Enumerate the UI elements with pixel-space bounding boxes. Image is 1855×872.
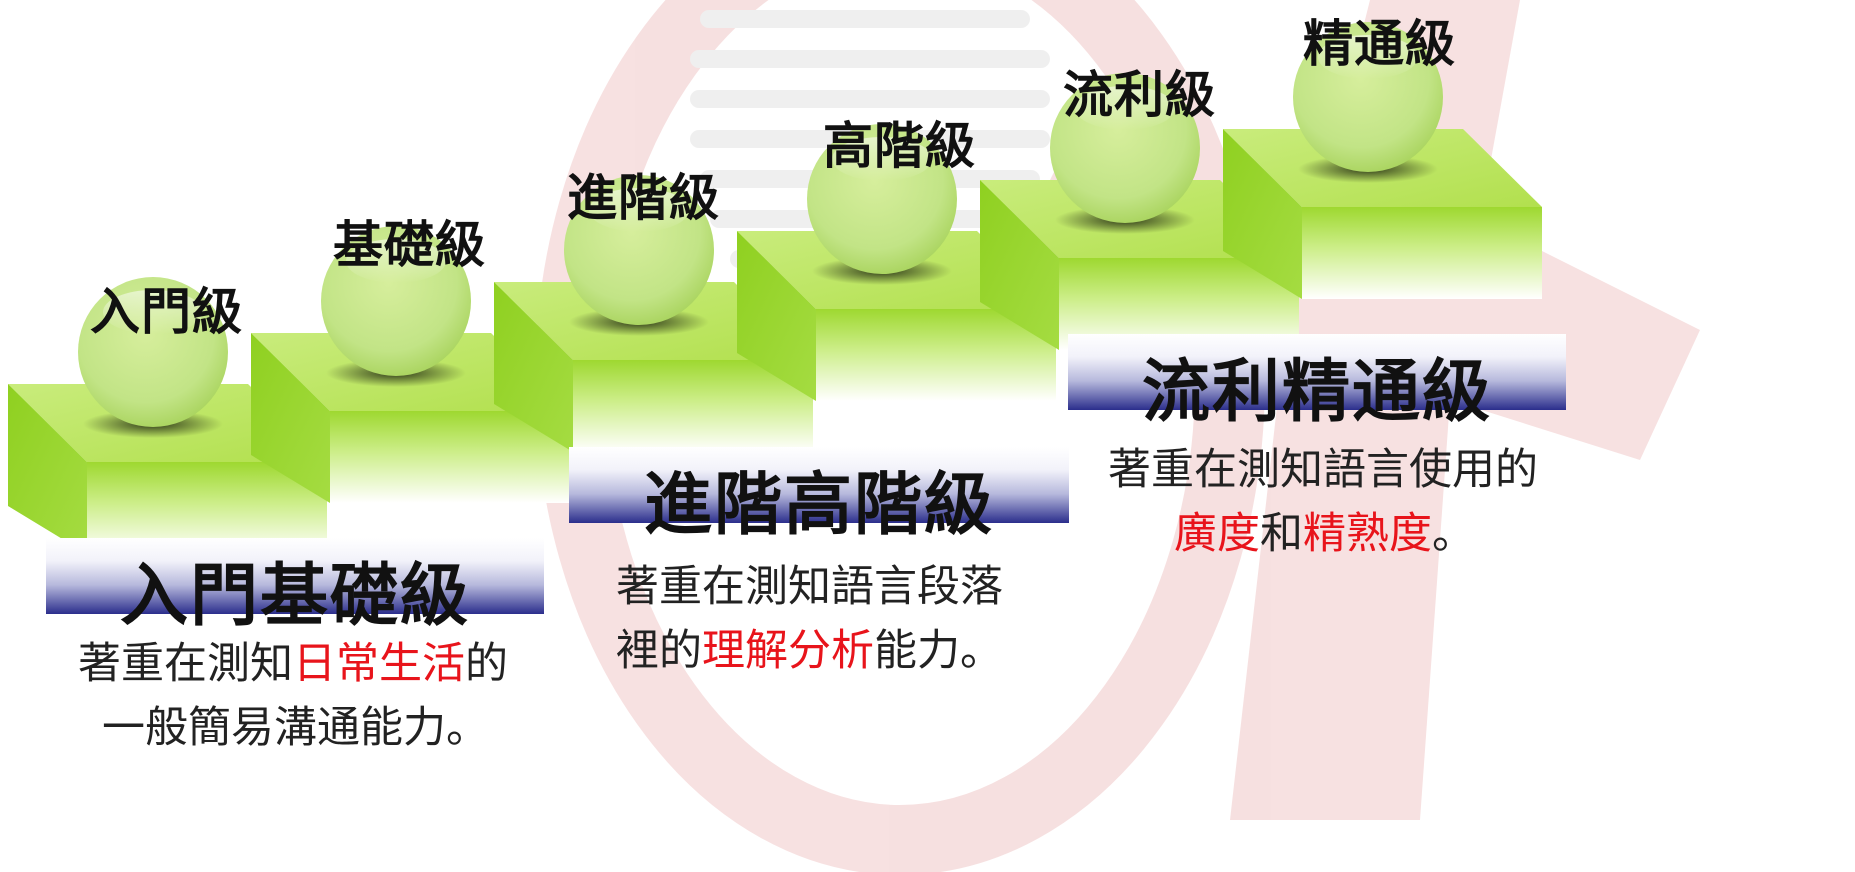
level-label-intermediate: 進階級 [567,168,720,227]
level-sphere [321,226,471,376]
description-fluent-line2: 廣度和精熟度。 [1174,509,1475,559]
description-advanced-line1: 著重在測知語言段落 [616,562,1003,612]
level-sphere [1293,22,1443,172]
description-basic-line2: 一般簡易溝通能力。 [102,703,489,753]
level-label-fluent: 流利級 [1063,65,1216,124]
banner-fluent-bg [1068,334,1566,410]
banner-advanced-bg [569,447,1069,523]
description-basic-line1: 著重在測知日常生活的 [78,639,508,689]
highlight-daily-life: 日常生活 [293,639,465,689]
level-sphere [78,277,228,427]
description-advanced-line2: 裡的理解分析能力。 [616,626,1003,676]
description-fluent-line1: 著重在測知語言使用的 [1108,445,1538,495]
level-sphere [1050,73,1200,223]
level-label-basic: 基礎級 [333,215,486,274]
banner-fluent-title: 流利精通級 [1141,352,1492,432]
highlight-comprehension: 理解分析 [702,626,874,676]
level-label-advanced: 高階級 [823,116,976,175]
banner-advanced-title: 進階高階級 [643,465,994,545]
description-fluent: 著重在測知語言使用的 廣度和精熟度。 [1108,438,1538,566]
stair-step [251,333,570,503]
description-basic: 著重在測知日常生活的 一般簡易溝通能力。 [78,632,508,760]
highlight-breadth: 廣度 [1174,509,1260,559]
banner-basic-bg [46,538,544,614]
banner-basic-title: 入門基礎級 [119,556,470,636]
level-label-beginner: 入門級 [90,282,243,341]
level-sphere [564,175,714,325]
highlight-proficiency: 精熟度 [1303,509,1432,559]
level-label-mastery: 精通級 [1303,14,1456,73]
level-sphere [807,124,957,274]
description-advanced: 著重在測知語言段落 裡的理解分析能力。 [616,555,1003,683]
